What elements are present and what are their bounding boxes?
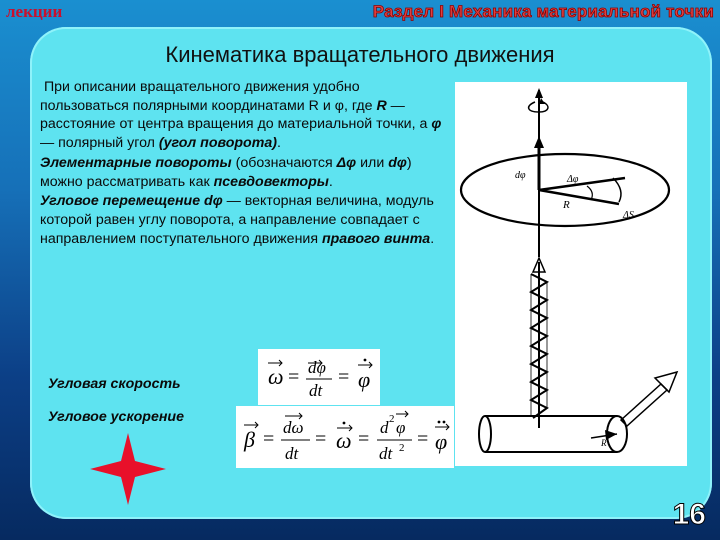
- eq-sign: =: [338, 366, 349, 388]
- beta-middle: ω: [336, 428, 352, 453]
- beta-numerator-1: dω: [283, 418, 304, 437]
- page-number: 16: [672, 498, 706, 532]
- beta-numerator-2-exp: 2: [389, 413, 395, 425]
- eq-sign: =: [288, 366, 299, 388]
- omega-rhs: φ: [358, 367, 370, 392]
- rotation-figure: dφ Δφ R ΔS R: [455, 82, 687, 466]
- section-title: Раздел I Механика материальной точки: [372, 2, 714, 22]
- paragraph-elementary-rotations: Элементарные повороты (обозначаются Δφ и…: [40, 154, 412, 190]
- label-dS: ΔS: [622, 210, 634, 221]
- beta-denominator-2: dt: [379, 444, 394, 463]
- label-R: R: [562, 199, 570, 211]
- beta-denominator-2-exp: 2: [399, 442, 405, 454]
- omega-lhs: ω: [268, 364, 284, 389]
- paragraph-polar-coordinates: При описании вращательного движения удоб…: [40, 79, 442, 152]
- beta-numerator-2: d: [380, 418, 389, 437]
- label-R2: R: [600, 438, 607, 448]
- eq-sign: =: [263, 428, 274, 450]
- section-tag: лекции: [6, 2, 63, 21]
- label-Dphi: Δφ: [566, 174, 579, 185]
- angular-velocity-formula: ω = dφ dt = φ: [258, 349, 380, 405]
- beta-lhs: β: [243, 427, 255, 452]
- cylinder: [485, 415, 617, 453]
- decorative-star-icon: [90, 433, 166, 510]
- angular-acceleration-label: Угловое ускорение: [48, 409, 184, 425]
- omega-numerator: dφ: [308, 358, 326, 377]
- paragraph-angular-displacement: Угловое перемещение dφ — векторная велич…: [40, 193, 435, 247]
- beta-rhs: φ: [435, 429, 447, 454]
- angular-velocity-label: Угловая скорость: [48, 376, 181, 392]
- slide-title: Кинематика вращательного движения: [165, 42, 555, 67]
- body-text: При описании вращательного движения удоб…: [40, 78, 448, 248]
- omega-denominator: dt: [309, 381, 324, 400]
- beta-denominator-1: dt: [285, 444, 300, 463]
- eq-sign: =: [358, 428, 369, 450]
- angular-acceleration-formula: β = dω dt = ω = d 2 φ dt 2 = φ: [236, 406, 454, 468]
- label-dphi: dφ: [515, 170, 526, 181]
- rotation-plane: [459, 152, 671, 228]
- eq-sign: =: [417, 428, 428, 450]
- eq-sign: =: [315, 428, 326, 450]
- beta-numerator-2-var: φ: [396, 418, 405, 437]
